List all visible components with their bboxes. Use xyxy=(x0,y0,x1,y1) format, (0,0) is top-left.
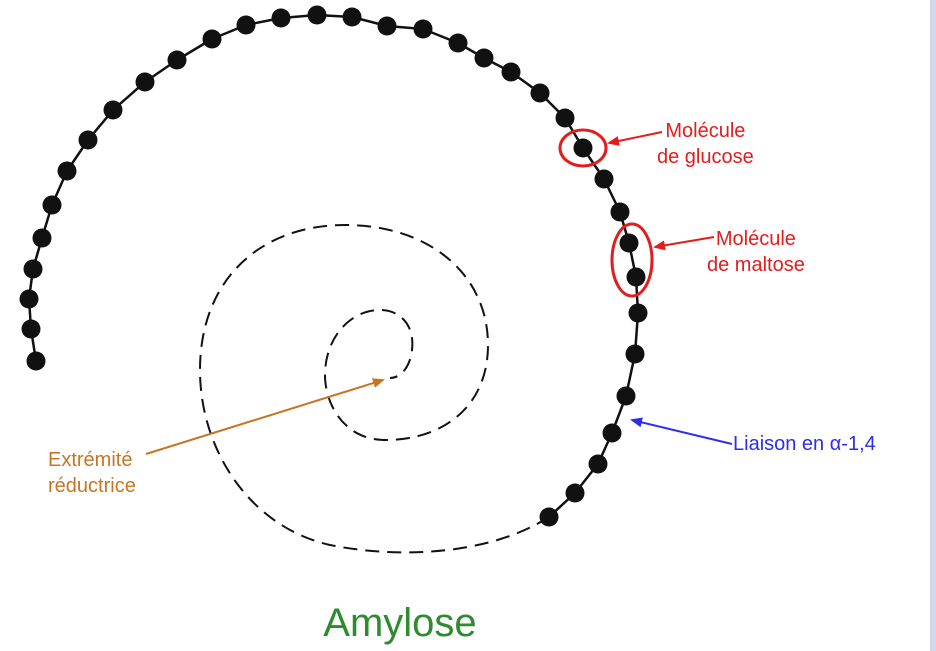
glucose-bead xyxy=(602,423,622,443)
glucose-bead xyxy=(21,319,41,339)
glucose-bead xyxy=(539,507,559,527)
glucose-bead xyxy=(271,8,291,28)
glucose-bead xyxy=(610,202,630,222)
glucose-bead xyxy=(57,161,77,181)
glucose-label-line2: de glucose xyxy=(657,146,754,168)
glucose-bead xyxy=(202,29,222,49)
glucose-bead xyxy=(573,138,593,158)
glucose-bead xyxy=(307,5,327,25)
glucose-bead xyxy=(626,267,646,287)
glucose-bead xyxy=(555,108,575,128)
extremite-label-line2: réductrice xyxy=(48,475,136,497)
glucose-bead xyxy=(594,169,614,189)
glucose-bead xyxy=(588,454,608,474)
glucose-bead xyxy=(616,386,636,406)
glucose-bead xyxy=(530,83,550,103)
glucose-bead xyxy=(619,233,639,253)
inner-spiral-dashed xyxy=(198,223,550,554)
maltose-label-line1: Molécule xyxy=(715,228,796,250)
liaison-label: Liaison en α-1,4 xyxy=(733,433,876,455)
glucose-bead xyxy=(377,16,397,36)
glucose-bead xyxy=(19,289,39,309)
glucose-bead xyxy=(32,228,52,248)
glucose-bead xyxy=(474,48,494,68)
glucose-bead xyxy=(236,15,256,35)
liaison-arrow xyxy=(630,417,733,445)
glucose-highlight-ellipse xyxy=(558,128,608,168)
glucose-bead xyxy=(103,100,123,120)
glucose-bead xyxy=(167,50,187,70)
maltose-highlight-ellipse xyxy=(610,222,654,298)
extremite-label: Extrémité réductrice xyxy=(48,447,136,499)
glucose-bead xyxy=(23,259,43,279)
glucose-label: Molécule de glucose xyxy=(657,118,754,170)
glucose-beads xyxy=(19,5,648,527)
diagram-title: Amylose xyxy=(323,601,477,645)
glucose-bead xyxy=(26,351,46,371)
glucose-bead xyxy=(135,72,155,92)
glucose-bead xyxy=(628,303,648,323)
glucose-arrow xyxy=(607,131,663,146)
glucose-bead xyxy=(78,130,98,150)
glucose-bead xyxy=(565,483,585,503)
maltose-label: Molécule de maltose xyxy=(707,226,805,278)
glucose-bead xyxy=(501,62,521,82)
extremite-label-line1: Extrémité xyxy=(48,449,133,471)
extremite-arrow xyxy=(145,378,385,455)
glucose-bead xyxy=(42,195,62,215)
glucose-label-line1: Molécule xyxy=(665,120,746,142)
glucose-bead xyxy=(342,7,362,27)
maltose-label-line2: de maltose xyxy=(707,254,805,276)
glucose-bead xyxy=(625,344,645,364)
glucose-bead xyxy=(448,33,468,53)
glucose-bead xyxy=(413,19,433,39)
maltose-arrow xyxy=(653,236,715,251)
